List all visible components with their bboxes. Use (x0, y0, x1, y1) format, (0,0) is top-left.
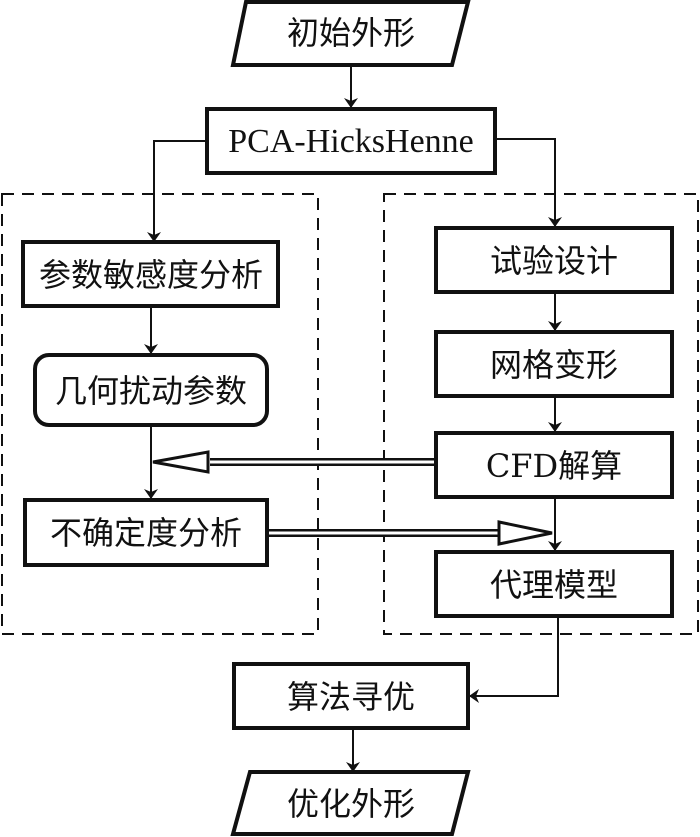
node-surrogate-model-label: 代理模型 (490, 566, 618, 604)
node-mesh-deformation: 网格变形 (434, 330, 674, 398)
node-cfd-solution-label: CFD解算 (486, 447, 622, 485)
node-initial-shape: 初始外形 (230, 0, 471, 67)
left-group-container (1, 193, 319, 635)
node-uncertainty-analysis: 不确定度分析 (23, 498, 269, 567)
node-design-of-experiments: 试验设计 (434, 226, 674, 294)
edge-pca-to-sensitivity (147, 140, 206, 242)
edge-pca-to-doe (495, 138, 562, 227)
node-algorithm-optimization: 算法寻优 (232, 662, 470, 730)
node-algorithm-optimization-label: 算法寻优 (287, 678, 415, 716)
node-optimized-shape-label: 优化外形 (287, 785, 415, 823)
right-group-container (383, 193, 699, 635)
node-uncertainty-analysis-label: 不确定度分析 (50, 514, 242, 552)
node-geometric-perturbation-label: 几何扰动参数 (55, 372, 247, 410)
node-pca-hickshenne: PCA-HicksHenne (205, 107, 497, 175)
node-sensitivity-analysis-label: 参数敏感度分析 (39, 256, 263, 294)
node-design-of-experiments-label: 试验设计 (490, 242, 618, 280)
node-cfd-solution: CFD解算 (434, 431, 674, 499)
node-initial-shape-label: 初始外形 (287, 14, 415, 52)
node-optimized-shape: 优化外形 (230, 770, 471, 836)
edge-surrogate-to-algorithm (469, 616, 559, 703)
double-arrow-uncertainty-to-right (266, 520, 553, 546)
node-sensitivity-analysis: 参数敏感度分析 (21, 240, 280, 308)
node-surrogate-model: 代理模型 (434, 550, 674, 618)
double-arrow-cfd-to-left (152, 450, 436, 474)
node-mesh-deformation-label: 网格变形 (490, 346, 618, 384)
node-geometric-perturbation: 几何扰动参数 (33, 353, 269, 427)
node-pca-hickshenne-label: PCA-HicksHenne (228, 123, 474, 160)
